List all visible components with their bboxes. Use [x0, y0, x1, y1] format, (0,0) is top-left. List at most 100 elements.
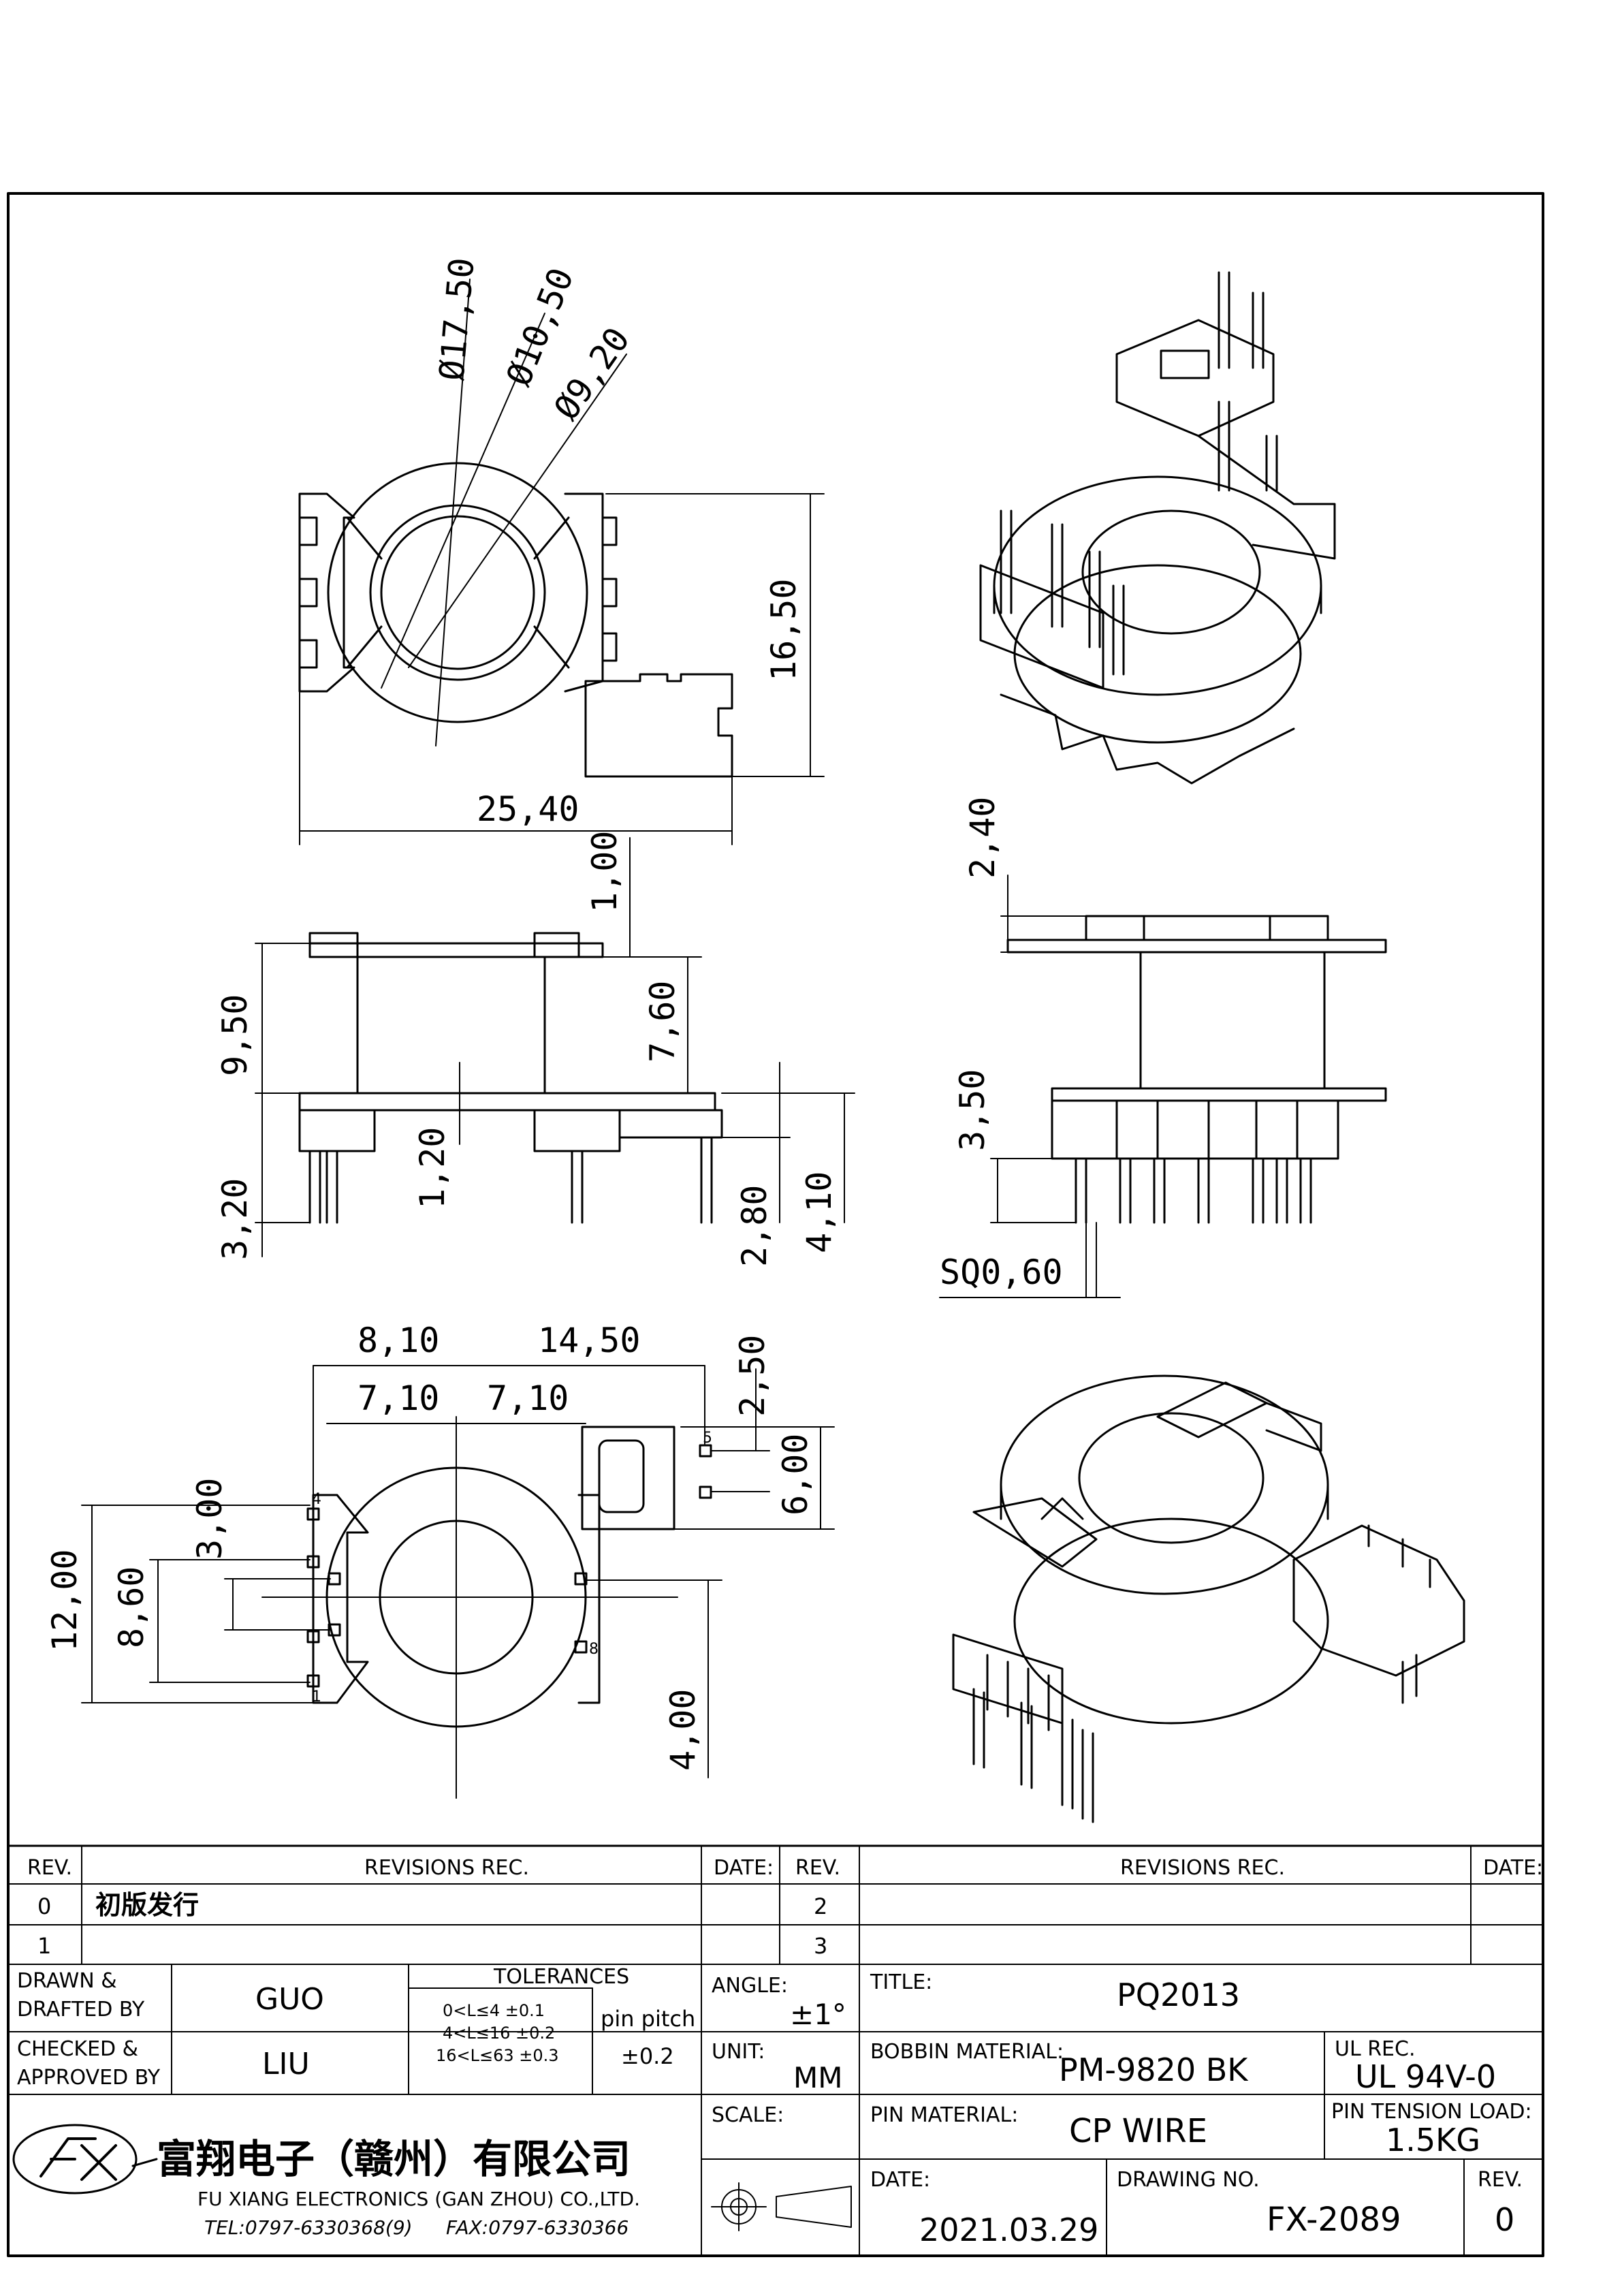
- pin-label-1: 1: [312, 1688, 321, 1705]
- pin-pad: [574, 1640, 588, 1654]
- right-notches: [601, 516, 618, 662]
- rev-0: 0: [37, 1893, 51, 1919]
- drawing-no-value: FX-2089: [1267, 2201, 1401, 2239]
- winding-core: [1139, 951, 1326, 1090]
- dim-1-00: 1,00: [585, 831, 624, 913]
- title-label: TITLE:: [870, 1970, 932, 1994]
- pin-pad: [574, 1572, 588, 1586]
- pin-pad: [306, 1630, 320, 1644]
- mid-pins: [571, 1150, 584, 1224]
- drawn-by-value: GUO: [255, 1982, 324, 2017]
- top-flange: [1006, 939, 1387, 954]
- checked-label-2: APPROVED BY: [17, 2066, 161, 2090]
- dim-8-60: 8,60: [112, 1567, 151, 1648]
- iso2-core: [1078, 1412, 1265, 1544]
- iso-upper-flange: [993, 475, 1322, 696]
- company-tel: TEL:0797-6330368(9): [204, 2216, 413, 2239]
- revisions-header-left: REVISIONS REC.: [364, 1856, 529, 1880]
- tolerance-row-1: 0<L≤4 ±0.1: [443, 2001, 545, 2020]
- drawing-no-label: DRAWING NO.: [1117, 2168, 1260, 2192]
- dim-9-50: 9,50: [215, 994, 255, 1076]
- top-flange: [308, 942, 604, 958]
- dim-4-10: 4,10: [799, 1171, 839, 1253]
- top-view: [298, 279, 825, 845]
- dim-height: 16,50: [764, 578, 804, 681]
- iso2-right-header: [1292, 1524, 1465, 1677]
- tolerance-row-2: 4<L≤16 ±0.2: [443, 2024, 555, 2043]
- side-pins: [1075, 1157, 1312, 1224]
- isometric-view-bottom: [952, 1374, 1465, 1823]
- dim-3-50: 3,50: [953, 1069, 992, 1151]
- dim-dia-outer: Ø17,50: [432, 256, 482, 382]
- pin-pitch-label: pin pitch: [601, 2006, 695, 2032]
- dim-3-20: 3,20: [215, 1178, 255, 1260]
- dim-dia-inner: Ø9,20: [546, 320, 637, 427]
- isometric-view-top: [979, 271, 1336, 785]
- iso2-lower-flange: [1013, 1517, 1329, 1725]
- iso2-header-pins: [1401, 1654, 1418, 1704]
- dim-2-80: 2,80: [735, 1185, 774, 1267]
- iso2-tab-notch: [1040, 1497, 1084, 1520]
- unit-label: UNIT:: [712, 2040, 765, 2064]
- right-rail: [577, 1494, 601, 1704]
- iso-flange-edge: [993, 584, 1322, 614]
- pin-tension-value: 1.5KG: [1386, 2122, 1480, 2158]
- dim-7-60: 7,60: [643, 981, 682, 1063]
- left-pin-block: [298, 1109, 376, 1152]
- left-pin-rail: [312, 1494, 369, 1704]
- left-pins: [308, 1150, 338, 1224]
- left-notches: [298, 516, 318, 669]
- drawing-frame: [7, 192, 1544, 2257]
- pin-pad: [699, 1485, 712, 1499]
- rev-3: 3: [814, 1933, 827, 1959]
- date-header-right: DATE:: [1483, 1856, 1543, 1880]
- pin-pad: [306, 1555, 320, 1569]
- iso2-flange-edge: [1000, 1483, 1329, 1520]
- title-block-text: REV. REVISIONS REC. DATE: REV. REVISIONS…: [17, 1856, 1543, 2248]
- iso2-pins: [972, 1688, 1094, 1823]
- tolerance-row-3: 16<L≤63 ±0.3: [436, 2046, 559, 2065]
- iso2-rail-slots: [986, 1654, 1050, 1731]
- iso-rail-pins: [1000, 509, 1125, 676]
- dia-outer-leader: [435, 279, 471, 746]
- left-tab: [298, 492, 355, 693]
- rev-value: 0: [1495, 2201, 1514, 2238]
- rev-0-text: 初版发行: [95, 1889, 199, 1920]
- right-pin-block: [618, 1109, 723, 1139]
- iso-mid-pins: [1218, 400, 1278, 492]
- rev-header-right: REV.: [795, 1856, 840, 1880]
- bottom-view: [81, 1365, 835, 1799]
- mid-circle: [369, 504, 546, 681]
- ul-rec-value: UL 94V-0: [1355, 2058, 1496, 2095]
- pin-pad: [306, 1507, 320, 1521]
- pin-material-value: CP WIRE: [1069, 2112, 1207, 2150]
- date-value: 2021.03.29: [919, 2212, 1098, 2248]
- iso2-arm-tip: [1265, 1402, 1322, 1452]
- outer-flange-circle: [327, 462, 588, 723]
- right-tab: [564, 492, 604, 693]
- projection-cone: [776, 2186, 852, 2228]
- scale-label: SCALE:: [712, 2103, 784, 2127]
- front-view: [255, 837, 855, 1257]
- title-block: [7, 1844, 1544, 2256]
- dim-14-50: 14,50: [538, 1321, 641, 1360]
- pin-label-5: 5: [703, 1430, 712, 1447]
- angle-label: ANGLE:: [712, 1974, 788, 1998]
- dim-4-00: 4,00: [663, 1689, 703, 1771]
- winding-core: [356, 956, 546, 1095]
- top-pin-stub: [533, 932, 580, 958]
- iso2-left-tab: [972, 1497, 1098, 1568]
- title-value: PQ2013: [1117, 1977, 1240, 2013]
- iso-arm: [1197, 435, 1336, 560]
- pin-pad: [699, 1444, 712, 1458]
- pin-material-label: PIN MATERIAL:: [870, 2103, 1018, 2127]
- iso-top-header: [1115, 319, 1275, 437]
- ul-rec-label: UL REC.: [1335, 2037, 1416, 2061]
- pin-label-8: 8: [589, 1641, 599, 1658]
- rev-2: 2: [814, 1893, 827, 1919]
- dim-2-40: 2,40: [963, 797, 1002, 879]
- date-header-left: DATE:: [714, 1856, 774, 1880]
- dim-width: 25,40: [477, 789, 579, 829]
- mid-pin-block: [533, 1109, 621, 1152]
- fx-logo: [12, 2124, 138, 2195]
